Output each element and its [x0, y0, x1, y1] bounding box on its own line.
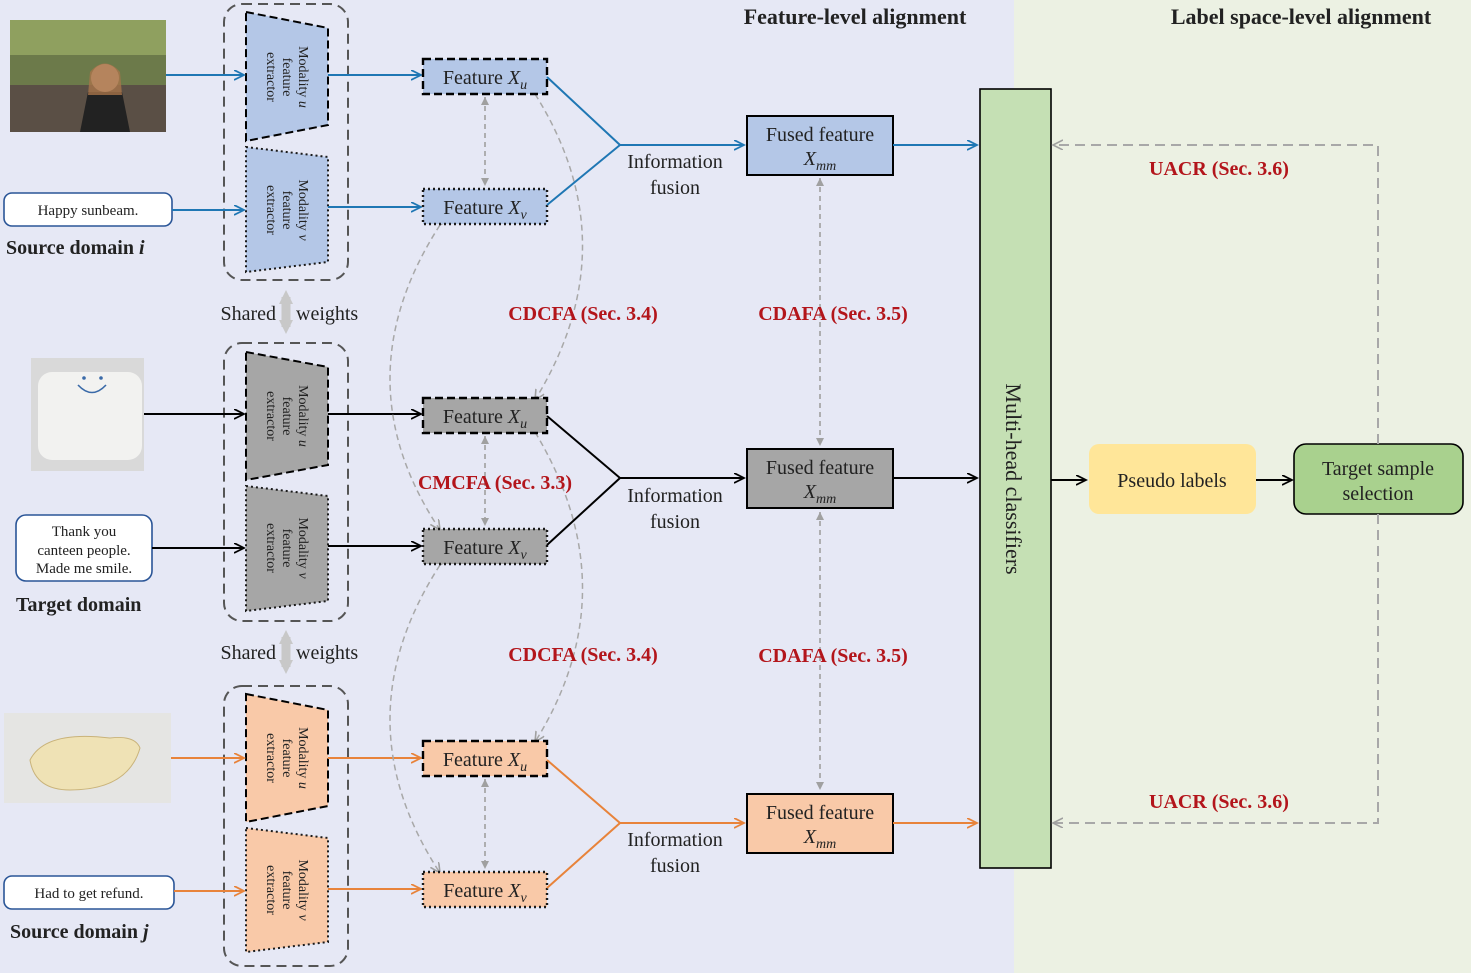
label-level-header: Label space-level alignment — [1171, 4, 1432, 29]
fusion-label-t-1: Information — [627, 485, 723, 507]
extractor-v-source-j — [245, 826, 329, 954]
svg-text:Modality u: Modality u — [295, 385, 310, 447]
fused-label-j: Fused feature — [766, 802, 874, 824]
annotation-cdafa-top: CDAFA (Sec. 3.5) — [758, 303, 908, 325]
svg-text:feature: feature — [279, 191, 294, 230]
source-j-image — [4, 713, 171, 803]
extractor-label-u-source-i: Modality u feature extractor — [263, 46, 310, 108]
svg-text:Modality u: Modality u — [295, 727, 310, 789]
target-text-box: Thank you canteen people. Made me smile. — [15, 514, 153, 582]
feature-v-target-label: Feature Xv — [443, 537, 527, 563]
feature-u-target — [421, 396, 549, 435]
fused-feature-source-j — [746, 793, 894, 854]
extractor-label-u-target: Modality u feature extractor — [263, 385, 310, 447]
source-j-label: Source domain j — [10, 921, 149, 943]
source-i-text-box: Happy sunbeam. — [3, 192, 173, 227]
target-selection-line-1: Target sample — [1322, 458, 1434, 480]
svg-text:feature: feature — [279, 739, 294, 778]
cdcfa-curve-bottom-u — [535, 432, 584, 742]
fused-label-i: Fused feature — [766, 124, 874, 146]
extractor-group-source-j — [223, 685, 349, 967]
extractor-v-source-i — [245, 145, 329, 274]
target-image — [31, 358, 144, 471]
svg-text:feature: feature — [279, 871, 294, 910]
annotation-cdcfa-top: CDCFA (Sec. 3.4) — [508, 303, 658, 325]
uacr-feedback-bottom — [1053, 514, 1379, 823]
svg-text:Modality u: Modality u — [295, 46, 310, 108]
fusion-label-t-2: fusion — [650, 511, 700, 533]
annotation-cmcfa: CMCFA (Sec. 3.3) — [418, 472, 572, 494]
svg-text:extractor: extractor — [263, 185, 278, 235]
uacr-feedback-top — [1053, 145, 1379, 444]
extractor-label-v-source-i: Modality v feature extractor — [263, 179, 310, 241]
pseudo-labels-label: Pseudo labels — [1117, 470, 1227, 492]
annotation-cdcfa-bottom: CDCFA (Sec. 3.4) — [508, 644, 658, 666]
fusion-label-j-2: fusion — [650, 855, 700, 877]
source-i-image — [10, 20, 166, 132]
source-j-text-box: Had to get refund. — [3, 875, 175, 910]
feature-u-source-i-label: Feature Xu — [443, 67, 527, 93]
extractor-label-v-source-j: Modality v feature extractor — [263, 859, 310, 921]
feature-level-header: Feature-level alignment — [744, 4, 967, 29]
fusion-label-i-2: fusion — [650, 177, 700, 199]
cdcfa-curve-bottom-v — [389, 565, 440, 873]
feature-u-target-label: Feature Xu — [443, 406, 527, 432]
shared-weights-left-bottom: Shared — [220, 642, 276, 664]
feature-u-source-i — [421, 57, 549, 96]
extractor-v-target — [245, 484, 329, 613]
target-domain-label: Target domain — [16, 594, 141, 616]
svg-text:feature: feature — [279, 58, 294, 97]
feature-v-source-i-label: Feature Xv — [443, 197, 527, 223]
fused-var-t: Xmm — [803, 481, 836, 507]
feature-u-source-j-label: Feature Xu — [443, 749, 527, 775]
target-selection-line-2: selection — [1342, 483, 1413, 505]
source-i-text: Happy sunbeam. — [38, 203, 139, 219]
svg-text:extractor: extractor — [263, 523, 278, 573]
fused-feature-target — [746, 448, 894, 509]
pseudo-labels-box — [1089, 444, 1256, 514]
svg-text:extractor: extractor — [263, 865, 278, 915]
annotation-uacr-top: UACR (Sec. 3.6) — [1149, 158, 1289, 180]
target-text-line-2: canteen people. — [37, 543, 130, 559]
feature-v-source-j-label: Feature Xv — [443, 880, 527, 906]
feature-v-target — [421, 527, 549, 566]
source-j-text: Had to get refund. — [34, 886, 143, 902]
feature-u-source-j — [421, 739, 549, 778]
svg-text:extractor: extractor — [263, 391, 278, 441]
svg-text:extractor: extractor — [263, 52, 278, 102]
shared-weights-right-bottom: weights — [296, 642, 358, 664]
svg-text:feature: feature — [279, 529, 294, 568]
svg-text:Modality v: Modality v — [295, 859, 310, 921]
multi-head-classifiers-label: Multi-head classifiers — [1001, 383, 1026, 574]
extractor-u-source-i — [245, 10, 329, 143]
fused-feature-source-i — [746, 115, 894, 176]
svg-text:feature: feature — [279, 397, 294, 436]
feature-v-source-i — [421, 187, 549, 226]
shared-weights-right-top: weights — [296, 303, 358, 325]
extractor-u-target — [245, 350, 329, 482]
multi-head-classifiers — [979, 88, 1052, 869]
extractor-label-u-source-j: Modality u feature extractor — [263, 727, 310, 789]
svg-text:Modality v: Modality v — [295, 179, 310, 241]
target-text-line-1: Thank you — [52, 524, 117, 540]
cdcfa-curve-top-v — [389, 225, 440, 530]
extractor-label-v-target: Modality v feature extractor — [263, 517, 310, 579]
source-i-label: Source domain i — [6, 237, 145, 259]
cdcfa-curve-top-u — [535, 94, 584, 400]
annotation-cdafa-bottom: CDAFA (Sec. 3.5) — [758, 645, 908, 667]
fused-var-i: Xmm — [803, 148, 836, 174]
fusion-label-i-1: Information — [627, 151, 723, 173]
fused-label-t: Fused feature — [766, 457, 874, 479]
svg-text:extractor: extractor — [263, 733, 278, 783]
target-text-line-3: Made me smile. — [36, 561, 132, 577]
feature-v-source-j — [421, 870, 549, 909]
annotation-uacr-bottom: UACR (Sec. 3.6) — [1149, 791, 1289, 813]
svg-text:Modality v: Modality v — [295, 517, 310, 579]
extractor-u-source-j — [245, 692, 329, 824]
fused-var-j: Xmm — [803, 826, 836, 852]
fusion-label-j-1: Information — [627, 829, 723, 851]
shared-weights-left-top: Shared — [220, 303, 276, 325]
